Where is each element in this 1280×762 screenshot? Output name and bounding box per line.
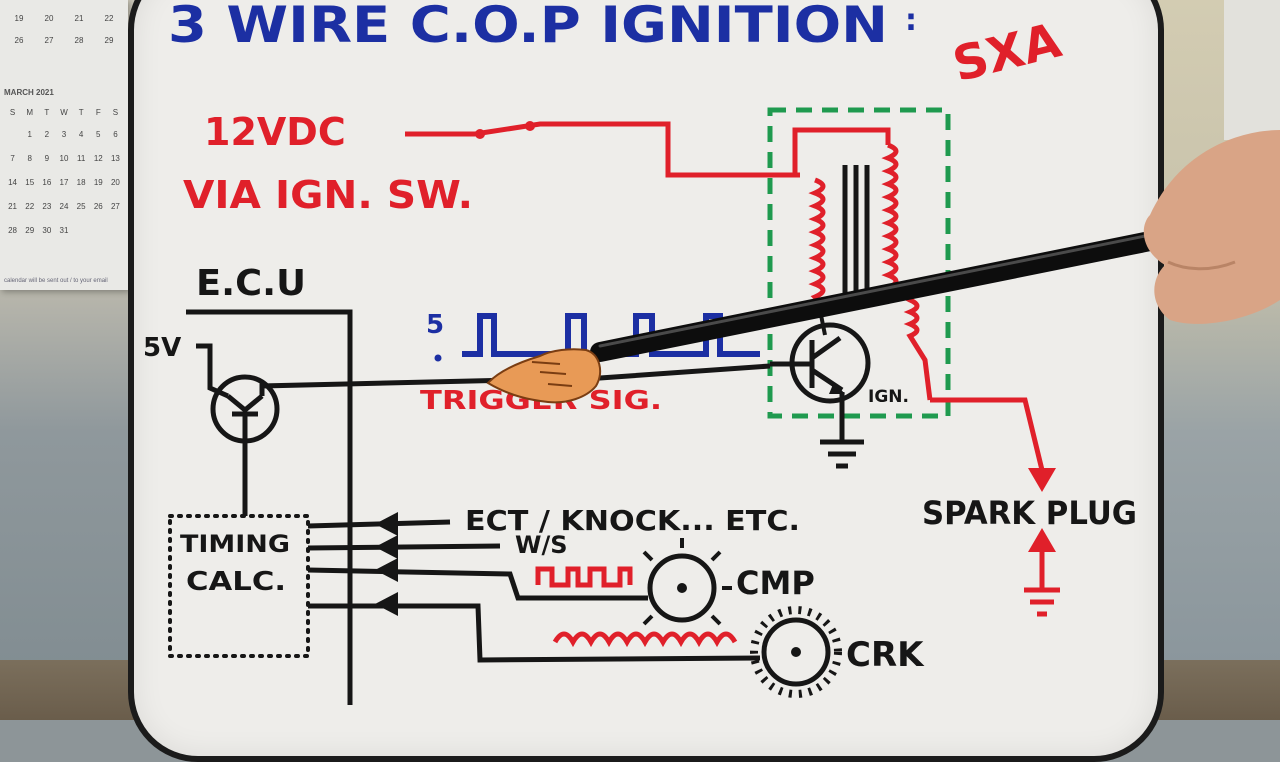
- driver-transistor-leads: [226, 394, 264, 440]
- supply-terminal: [475, 129, 485, 139]
- cmp-wheel-hub: [677, 583, 687, 593]
- presenter-hand: [1143, 130, 1280, 324]
- crk-wheel-hub: [791, 647, 801, 657]
- coil-core: [842, 165, 870, 295]
- crk-input-arrow: [375, 592, 398, 616]
- diagram-title: 3 WIRE C.O.P IGNITION: [168, 0, 888, 54]
- power-label: 12VDC: [204, 110, 346, 154]
- pointer-hand-icon: [486, 348, 602, 404]
- spark-plug-label: SPARK PLUG: [922, 494, 1137, 532]
- crk-wheel-teeth: [750, 606, 842, 698]
- ect-knock-label: ECT / KNOCK... ETC.: [465, 504, 800, 537]
- cmp-wheel-teeth: [642, 538, 732, 626]
- coil-link-wire: [792, 127, 891, 175]
- whiteboard: [128, 0, 1164, 762]
- cmp-input-wire: [307, 567, 648, 601]
- power-source-label: VIA IGN. SW.: [183, 173, 473, 217]
- pointer-hand-fingers: [531, 361, 573, 387]
- crk-label: CRK: [846, 635, 925, 675]
- spark-arrow-down: [1028, 468, 1056, 492]
- spark-arrow-up: [1028, 528, 1056, 552]
- title-colon: :: [905, 3, 917, 38]
- cmp-sensor-wheel: [647, 553, 717, 623]
- cmp-waveform: [535, 566, 633, 588]
- transistor-leads: [770, 335, 844, 393]
- primary-winding: [808, 177, 826, 302]
- pointer-stick: [590, 228, 1175, 362]
- pointer-stick-highlight: [598, 230, 1167, 348]
- secondary-winding: [881, 142, 933, 401]
- transistor-ground: [820, 392, 864, 469]
- ws-label: W/S: [515, 531, 568, 559]
- transistor-emitter-arrow: [829, 382, 845, 394]
- hand-knuckle-line: [1167, 260, 1236, 271]
- five-volt-label: 5V: [143, 333, 181, 363]
- calendar-note: calendar will be sent out / to your emai…: [4, 278, 108, 284]
- trigger-wire: [259, 363, 771, 396]
- coil-pack-outline: [767, 107, 951, 419]
- ws-input-arrow: [375, 535, 398, 559]
- ecu-boundary: [186, 309, 353, 705]
- cmp-input-arrow: [375, 558, 398, 582]
- ign-label: IGN.: [868, 387, 909, 407]
- ignition-diagram: 3 WIRE C.O.P IGNITION : SXA 12VDC VIA IG…: [143, 0, 1280, 705]
- spark-ground: [1024, 552, 1060, 617]
- ws-input-wire: [307, 543, 501, 551]
- output-wire: [930, 397, 1045, 471]
- timing-calc-block: [168, 514, 310, 658]
- signal-low-level: [434, 354, 442, 362]
- supply-wire: [405, 121, 800, 178]
- wall-calendar-right: [1224, 0, 1280, 140]
- ecu-label: E.C.U: [196, 263, 306, 304]
- crk-sensor-wheel: [761, 617, 831, 687]
- crk-waveform: [552, 631, 738, 648]
- calendar-month: MARCH 2021: [4, 88, 54, 97]
- timing-label: TIMING: [180, 530, 290, 558]
- supply-terminal: [525, 121, 535, 131]
- calc-label: CALC.: [186, 567, 286, 597]
- ect-input-arrow: [375, 512, 398, 536]
- title-suffix: SXA: [947, 12, 1066, 93]
- signal-high-level: 5: [426, 310, 444, 340]
- cmp-label: CMP: [736, 564, 815, 602]
